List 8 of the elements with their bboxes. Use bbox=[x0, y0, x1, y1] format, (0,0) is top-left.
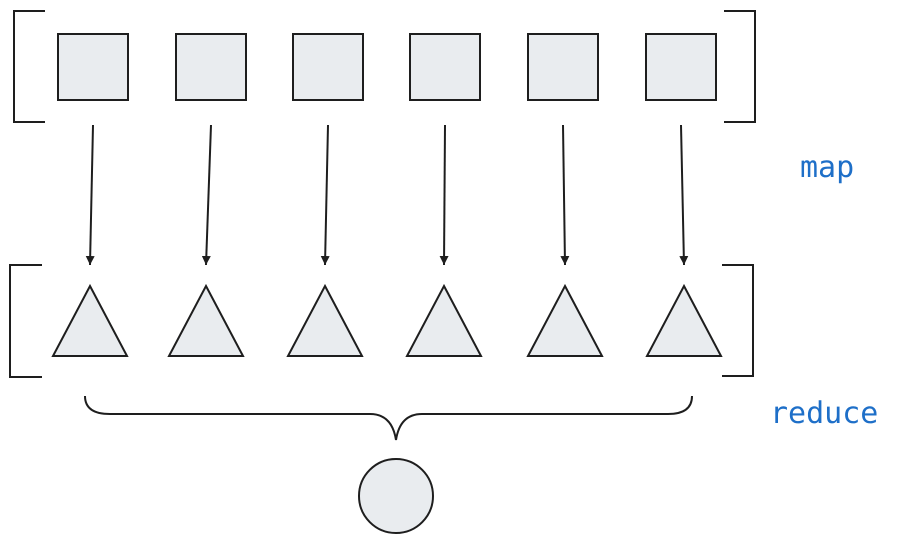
arrow bbox=[440, 125, 449, 265]
stage-label: map bbox=[800, 153, 854, 183]
arrow bbox=[679, 124, 688, 266]
stage-label: reduce bbox=[770, 399, 878, 429]
arrow bbox=[86, 124, 95, 266]
arrow bbox=[320, 124, 330, 266]
arrow bbox=[202, 124, 212, 266]
arrow bbox=[560, 124, 570, 266]
